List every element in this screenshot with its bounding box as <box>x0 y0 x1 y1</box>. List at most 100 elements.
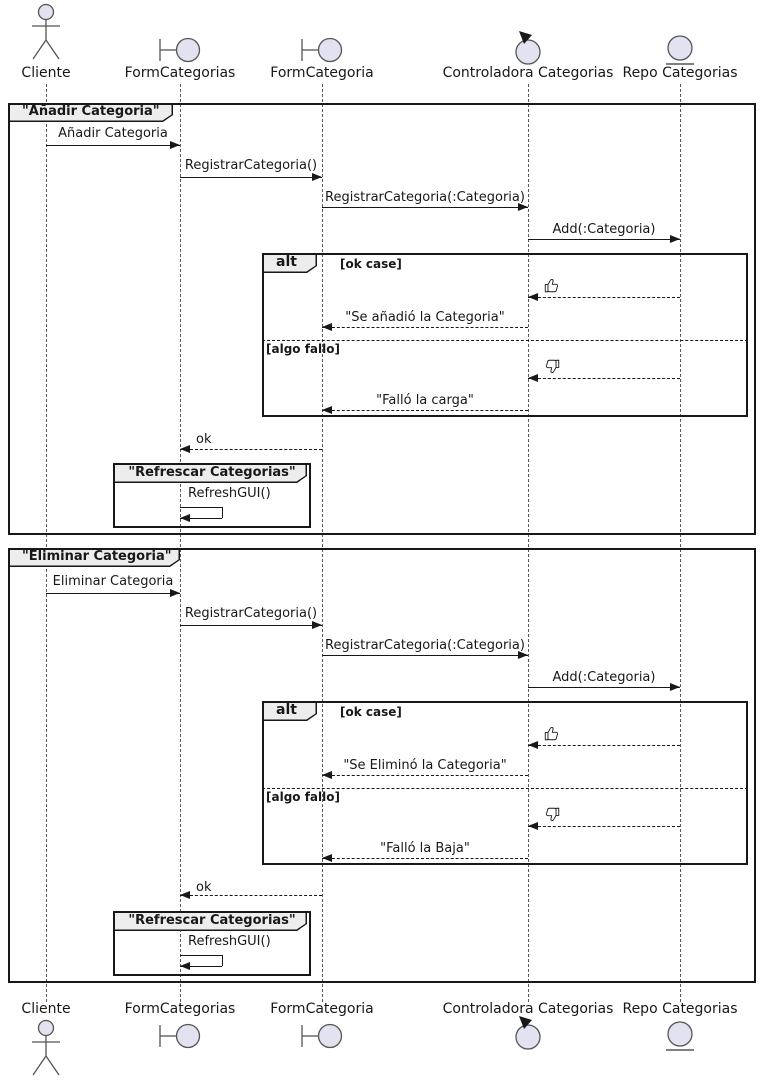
participant-cliente-label: Cliente <box>21 1001 71 1017</box>
self-message-line <box>222 507 223 518</box>
return-line <box>528 378 680 379</box>
arrowhead <box>670 235 680 243</box>
lifeline-cliente <box>46 84 47 1002</box>
message-request-label: Añadir Categoria <box>58 126 168 141</box>
frame-anadir-title: "Añadir Categoria" <box>22 104 160 119</box>
participant-repo-label: Repo Categorias <box>622 65 738 81</box>
arrowhead <box>170 141 180 149</box>
participant-form-categorias-label: FormCategorias <box>124 1001 236 1017</box>
alt-keyword: alt <box>276 702 297 718</box>
frame-eliminar-tab: "Eliminar Categoria" <box>8 548 180 567</box>
alt-tab: alt <box>262 253 317 273</box>
participant-form-categorias-label: FormCategorias <box>124 65 236 81</box>
return-line <box>322 858 528 859</box>
thumbs-down-icon <box>546 807 560 822</box>
actor-icon <box>32 3 60 60</box>
frame-tab-fill <box>10 105 172 121</box>
frame-tab-fill <box>115 913 306 930</box>
self-message-line <box>180 518 222 519</box>
arrowhead <box>180 962 190 970</box>
self-message-line <box>222 955 223 966</box>
arrowhead <box>180 891 190 899</box>
message-line <box>180 177 322 178</box>
participant-controladora-label: Controladora Categorias <box>442 65 614 81</box>
message-line <box>46 593 180 594</box>
message-ok-reply-label: "Se añadió la Categoria" <box>345 310 505 325</box>
lifeline-controladora <box>528 84 529 1002</box>
alt-tab: alt <box>262 701 317 721</box>
message-refresh-label: RefreshGUI() <box>188 934 271 949</box>
arrowhead <box>528 374 538 382</box>
participant-form-categoria-label: FormCategoria <box>270 65 374 81</box>
frame-eliminar-categoria <box>8 548 756 983</box>
boundary-icon <box>301 37 343 63</box>
thumbs-down-icon <box>546 359 560 374</box>
return-line <box>528 745 680 746</box>
self-message-line <box>180 955 222 956</box>
guard-ok-case: [ok case] <box>340 257 402 271</box>
participant-controladora-label: Controladora Categorias <box>442 1001 614 1017</box>
arrowhead <box>322 771 332 779</box>
message-line <box>322 655 528 656</box>
frame-refrescar-title: "Refrescar Categorias" <box>128 912 296 928</box>
lifeline-repo <box>680 84 681 1002</box>
message-registrar-label: RegistrarCategoria() <box>184 158 318 173</box>
message-registrar-param-label: RegistrarCategoria(:Categoria) <box>325 638 525 653</box>
message-fail-reply-label: "Falló la Baja" <box>380 841 470 856</box>
control-icon <box>515 1016 541 1050</box>
arrowhead <box>170 589 180 597</box>
message-line <box>528 687 680 688</box>
message-registrar-label: RegistrarCategoria() <box>184 606 318 621</box>
message-refresh-label: RefreshGUI() <box>188 486 271 501</box>
return-line <box>322 410 528 411</box>
boundary-icon <box>159 1023 201 1049</box>
frame-tab-fill <box>115 465 306 482</box>
arrowhead <box>322 406 332 414</box>
lifeline-form-categorias <box>180 84 181 1002</box>
alt-keyword: alt <box>276 254 297 270</box>
return-line <box>180 449 322 450</box>
frame-eliminar-title: "Eliminar Categoria" <box>22 549 172 564</box>
arrowhead <box>180 514 190 522</box>
return-line <box>322 775 528 776</box>
arrowhead <box>312 621 322 629</box>
control-icon <box>515 31 541 65</box>
arrowhead <box>528 822 538 830</box>
guard-algo-fallo: [algo fallo] <box>266 790 340 804</box>
return-line <box>528 826 680 827</box>
thumbs-up-icon <box>544 726 558 741</box>
message-ok-label: ok <box>196 880 212 895</box>
message-add-label: Add(:Categoria) <box>552 222 656 237</box>
message-add-label: Add(:Categoria) <box>552 670 656 685</box>
alt-fragment <box>262 253 748 417</box>
alt-divider <box>262 340 748 341</box>
message-line <box>322 207 528 208</box>
arrowhead <box>322 854 332 862</box>
self-message-line <box>180 507 222 508</box>
entity-icon <box>666 1021 694 1051</box>
frame-anadir-tab: "Añadir Categoria" <box>8 103 173 122</box>
guard-ok-case: [ok case] <box>340 705 402 719</box>
alt-tab-fill <box>264 703 316 720</box>
participant-repo-label: Repo Categorias <box>622 1001 738 1017</box>
message-line <box>180 625 322 626</box>
frame-refrescar-tab: "Refrescar Categorias" <box>113 463 307 483</box>
alt-tab-fill <box>264 255 316 272</box>
self-message-line <box>180 966 222 967</box>
message-line <box>46 145 180 146</box>
message-registrar-param-label: RegistrarCategoria(:Categoria) <box>325 190 525 205</box>
arrowhead <box>322 323 332 331</box>
message-ok-reply-label: "Se Eliminó la Categoria" <box>343 758 507 773</box>
frame-anadir-categoria <box>8 103 756 535</box>
message-ok-label: ok <box>196 432 212 447</box>
frame-tab-fill <box>10 550 179 566</box>
arrowhead <box>518 651 528 659</box>
thumbs-up-icon <box>544 278 558 293</box>
arrowhead <box>528 741 538 749</box>
entity-icon <box>666 35 694 65</box>
frame-refrescar-tab: "Refrescar Categorias" <box>113 911 307 931</box>
message-fail-reply-label: "Falló la carga" <box>376 393 474 408</box>
message-request-label: Eliminar Categoria <box>52 574 174 589</box>
boundary-icon <box>159 37 201 63</box>
